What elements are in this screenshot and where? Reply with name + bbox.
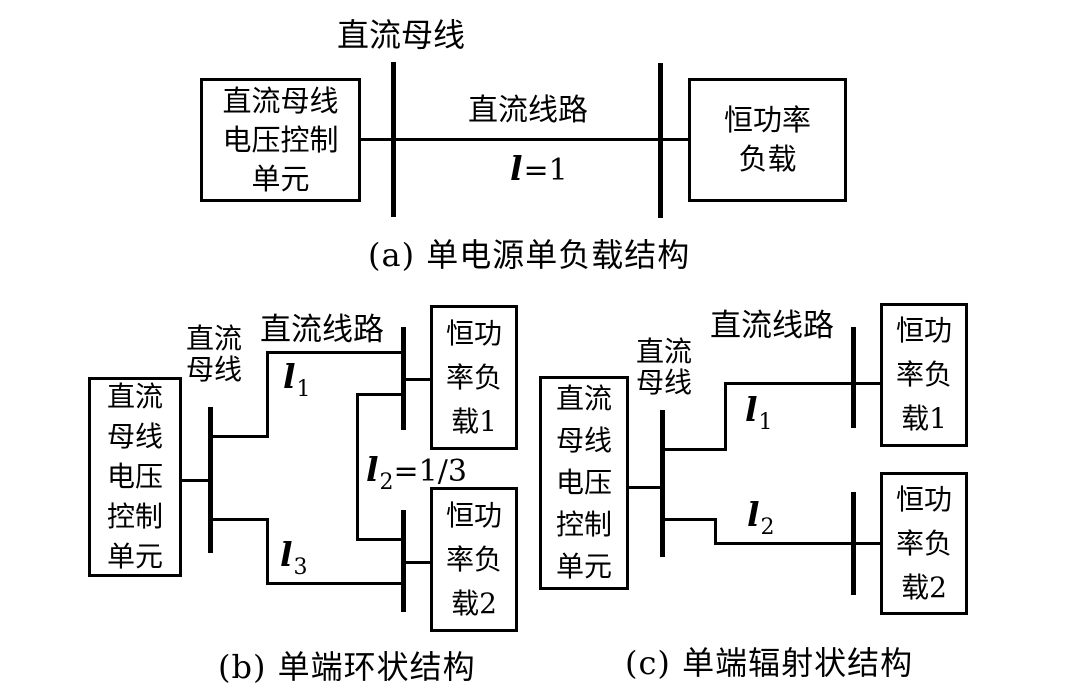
source-unit-box-a: 直流母线 电压控制 单元 <box>200 78 361 202</box>
cpl-box-a-line: 恒功率 <box>723 103 811 137</box>
stub-source-to-bus-c <box>629 486 660 489</box>
cpl2-box-b-line: 恒功 <box>445 498 502 532</box>
source-unit-box-a-line: 电压控制 <box>222 122 339 157</box>
wire-l1-vertical-b <box>266 351 269 438</box>
length-var-a: l <box>510 149 523 188</box>
line-length-label-l1-b: l1 <box>283 357 311 401</box>
wire-l2-vertical-b <box>356 393 359 541</box>
dc-line-label-b: 直流线路 <box>260 312 384 348</box>
wire-l2-stub-c <box>665 518 717 521</box>
line-length-label-l3-b: l3 <box>280 535 308 579</box>
cpl1-box-b-line: 载1 <box>451 404 497 438</box>
cpl-box-a-line: 负载 <box>738 142 797 176</box>
cpl2-box-c-line: 恒功 <box>895 482 952 516</box>
source-unit-box-c: 直流 母线 电压 控制 单元 <box>539 376 629 590</box>
cpl2-box-b-line: 载2 <box>451 586 497 620</box>
cpl2-box-c-line: 载2 <box>901 570 947 604</box>
dc-bus-label-a: 直流母线 <box>337 16 466 54</box>
source-unit-box-c-line: 母线 <box>555 424 612 457</box>
load2-bus-bar-c <box>851 492 856 595</box>
l2-sub-b: 2 <box>379 470 394 495</box>
line-length-label-a: l=1 <box>510 149 568 188</box>
wire-l2-vertical-c <box>714 518 717 545</box>
l3-sub-b: 3 <box>293 555 308 580</box>
source-unit-box-b: 直流 母线 电压 控制 单元 <box>88 377 182 577</box>
l2-eq-b: =1/3 <box>393 454 467 489</box>
source-unit-box-c-line: 直流 <box>555 382 612 415</box>
cpl1-box-c-line: 率负 <box>895 358 952 391</box>
line-length-label-l2-c: l2 <box>747 495 775 539</box>
caption-b: (b) 单端环状结构 <box>218 648 476 686</box>
source-unit-box-b-line: 控制 <box>106 500 163 533</box>
wire-l1-top-b <box>266 351 405 354</box>
l2-var-c: l <box>747 495 760 534</box>
dc-line-label-c: 直流线路 <box>710 308 834 344</box>
wire-l3-bottom-b <box>266 582 405 585</box>
wire-l1-stub-c <box>665 448 727 451</box>
caption-c: (c) 单端辐射状结构 <box>625 644 914 682</box>
dc-bus-label-c-line: 母线 <box>636 366 693 399</box>
main-bus-bar-b <box>208 407 213 553</box>
wire-l3-vertical-b <box>266 518 269 585</box>
dc-line-label-a: 直流线路 <box>468 93 588 128</box>
wire-l3-stub-b <box>211 518 269 521</box>
source-unit-box-b-line: 电压 <box>106 460 163 493</box>
source-unit-box-b-line: 单元 <box>106 540 163 573</box>
dc-bus-label-b-line: 直流 <box>186 322 243 355</box>
wire-l1-stub-b <box>211 435 269 438</box>
source-unit-box-c-line: 控制 <box>555 508 612 541</box>
cpl2-box-c: 恒功 率负 载2 <box>880 472 968 615</box>
dc-line-a <box>361 138 688 141</box>
wire-l2-bottom-c <box>714 542 880 545</box>
main-bus-bar-c <box>660 410 665 557</box>
cpl1-box-b-line: 恒功 <box>445 316 502 350</box>
source-unit-box-c-line: 单元 <box>555 550 612 583</box>
source-unit-box-b-line: 母线 <box>106 420 163 453</box>
source-unit-box-a-line: 直流母线 <box>222 83 339 118</box>
stub-source-to-bus-b <box>180 479 210 482</box>
wire-l2-bottom-b <box>359 538 403 541</box>
line-length-label-l1-c: l1 <box>745 390 773 434</box>
cpl1-box-b-line: 率负 <box>445 360 502 394</box>
dc-bus-label-b: 直流 母线 <box>186 323 242 385</box>
length-eq-a: =1 <box>523 153 568 188</box>
l2-var-b: l <box>366 450 379 489</box>
source-unit-box-c-line: 电压 <box>555 466 612 499</box>
wire-l1-vertical-c <box>724 382 727 451</box>
wire-l1-top-c <box>724 382 880 385</box>
cpl1-box-c-line: 恒功 <box>895 314 952 347</box>
stub-load2-b <box>406 561 430 564</box>
l3-var-b: l <box>280 535 293 574</box>
l1-sub-c: 1 <box>758 410 773 435</box>
source-unit-box-a-line: 单元 <box>251 161 310 196</box>
dc-bus-label-c-line: 直流 <box>636 335 693 368</box>
load1-bus-bar-c <box>851 327 856 428</box>
cpl2-box-c-line: 率负 <box>895 526 952 560</box>
cpl1-box-c-line: 载1 <box>901 402 947 435</box>
source-unit-box-b-line: 直流 <box>106 380 163 413</box>
cpl2-box-b: 恒功 率负 载2 <box>430 487 518 632</box>
line-length-label-l2-b: l2=1/3 <box>366 450 467 494</box>
load1-bus-bar-b <box>401 327 406 430</box>
l2-sub-c: 2 <box>760 515 775 540</box>
l1-var-b: l <box>283 357 296 396</box>
dc-bus-label-b-line: 母线 <box>186 353 243 386</box>
l1-var-c: l <box>745 390 758 429</box>
load2-bus-bar-b <box>401 510 406 612</box>
cpl-box-a: 恒功率 负载 <box>688 78 847 202</box>
cpl1-box-b: 恒功 率负 载1 <box>430 305 518 450</box>
dc-bus-label-c: 直流 母线 <box>636 336 692 398</box>
stub-load1-b <box>406 378 430 381</box>
caption-a: (a) 单电源单负载结构 <box>368 236 691 274</box>
wire-l2-top-b <box>359 393 403 396</box>
l1-sub-b: 1 <box>296 377 311 402</box>
cpl2-box-b-line: 率负 <box>445 542 502 576</box>
cpl1-box-c: 恒功 率负 载1 <box>880 303 968 447</box>
